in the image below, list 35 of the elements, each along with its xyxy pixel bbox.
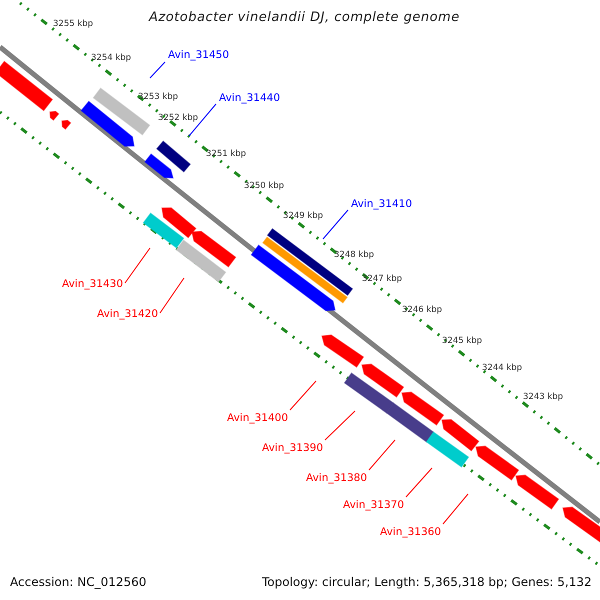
gene-label: Avin_31360 xyxy=(380,527,442,538)
gene-label: Avin_31440 xyxy=(219,93,280,104)
leader-line xyxy=(124,248,150,284)
tick-label: 3247 kbp xyxy=(362,275,402,284)
tick-label: 3248 kbp xyxy=(334,251,374,260)
gene-label: Avin_31420 xyxy=(97,309,158,320)
diagram-title: Azotobacter vinelandii DJ, complete genome xyxy=(149,11,460,24)
tick-label: 3245 kbp xyxy=(442,337,482,346)
tick-label: 3255 kbp xyxy=(53,20,94,28)
leader-line xyxy=(442,494,468,524)
genome-info-text: Topology: circular; Length: 5,365,318 bp; Genes: 5,132 xyxy=(262,576,592,588)
gene-label: Avin_31390 xyxy=(262,443,324,454)
leader-line xyxy=(160,278,184,314)
gene-label: Avin_31450 xyxy=(168,50,230,60)
leader-line xyxy=(368,440,396,470)
gene-label: Avin_31410 xyxy=(351,199,412,210)
gene-label: Avin_31430 xyxy=(62,279,124,290)
tick-label: 3251 kbp xyxy=(206,150,246,158)
leader-line xyxy=(290,380,316,410)
accession-text: Accession: NC_012560 xyxy=(10,576,146,588)
tick-label: 3254 kbp xyxy=(91,54,132,62)
gene-label: Avin_31370 xyxy=(343,500,404,510)
leader-line xyxy=(322,210,348,240)
gene-label: Avin_31400 xyxy=(227,413,288,424)
tick-label: 3249 kbp xyxy=(283,212,324,220)
tick-label: 3246 kbp xyxy=(402,306,442,314)
tick-label: 3243 kbp xyxy=(523,393,564,402)
tick-label: 3244 kbp xyxy=(482,364,522,372)
leader-line xyxy=(188,104,216,136)
tick-label: 3252 kbp xyxy=(158,114,198,122)
leader-line xyxy=(150,62,166,78)
leader-line xyxy=(324,410,356,440)
tick-label: 3250 kbp xyxy=(244,182,284,190)
leader-line xyxy=(406,468,432,498)
gene-label: Avin_31380 xyxy=(306,473,368,484)
